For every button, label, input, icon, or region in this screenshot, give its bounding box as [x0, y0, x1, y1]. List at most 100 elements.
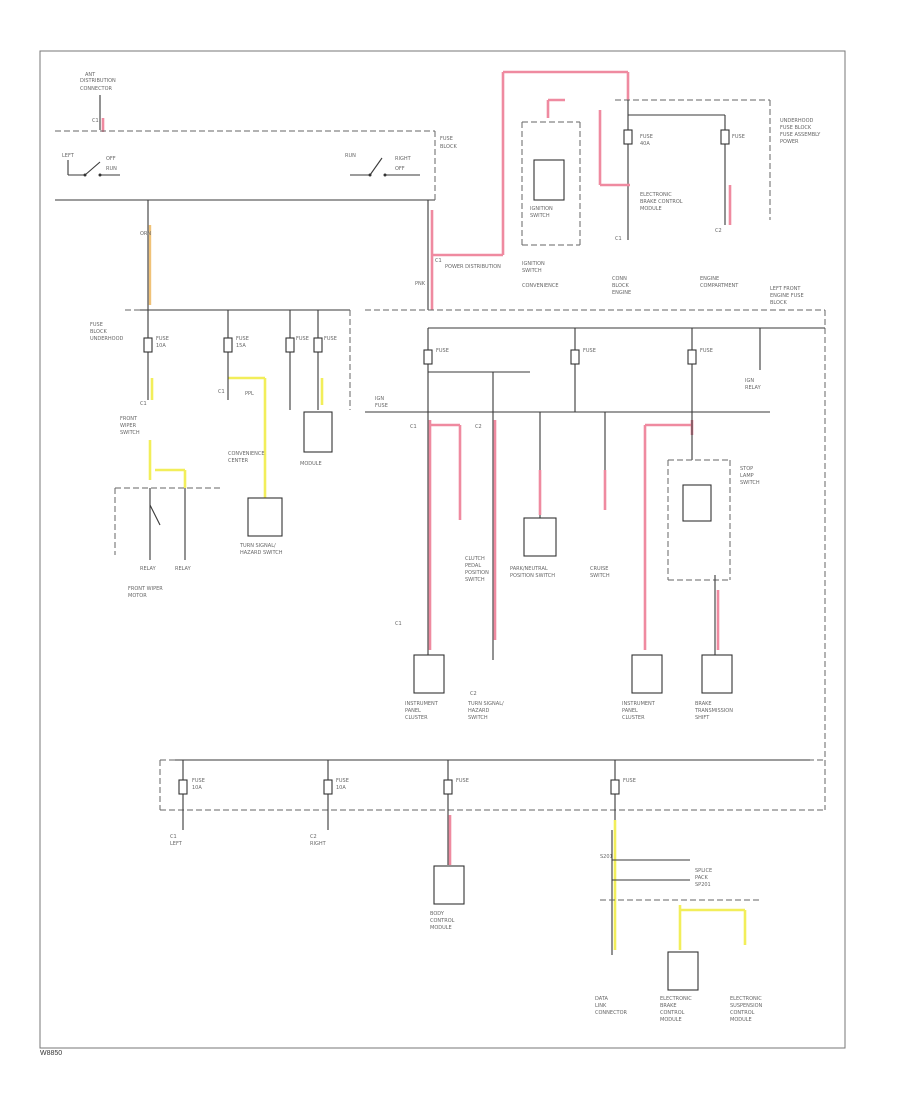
svg-text:FUSE: FUSE [640, 134, 653, 140]
svg-text:15A: 15A [236, 343, 246, 349]
svg-text:C1: C1 [170, 834, 177, 840]
svg-text:FUSE: FUSE [375, 403, 388, 409]
svg-text:MODULE: MODULE [640, 206, 662, 212]
svg-text:CLUSTER: CLUSTER [622, 715, 645, 721]
brake-switch-module [701, 654, 733, 694]
svg-text:PACK: PACK [695, 875, 709, 881]
svg-text:SWITCH: SWITCH [590, 573, 610, 579]
svg-text:LEFT FRONT: LEFT FRONT [770, 286, 801, 292]
svg-text:PEDAL: PEDAL [465, 563, 481, 569]
svg-text:ENGINE: ENGINE [700, 276, 719, 282]
svg-text:UNDERHOOD: UNDERHOOD [90, 336, 124, 342]
electronic-brake-module [667, 951, 699, 991]
svg-text:POWER DISTRIBUTION: POWER DISTRIBUTION [445, 264, 501, 270]
svg-text:TURN SIGNAL/: TURN SIGNAL/ [467, 701, 504, 707]
body-control-module [433, 865, 465, 905]
svg-text:BLOCK: BLOCK [440, 144, 457, 150]
svg-text:C1: C1 [410, 424, 417, 430]
svg-text:SPLICE: SPLICE [695, 868, 712, 874]
switch-assembly-left: FRONT WIPER SWITCH RELAY RELAY FRONT WIP… [114, 416, 220, 599]
svg-text:FUSE ASSEMBLY: FUSE ASSEMBLY [780, 132, 821, 138]
main-right-fuse-block: LEFT FRONT ENGINE FUSE BLOCK FUSE FUSE F… [365, 286, 826, 810]
svg-text:SP201: SP201 [695, 882, 711, 888]
svg-text:DATA: DATA [595, 996, 608, 1002]
svg-text:FUSE: FUSE [192, 778, 205, 784]
svg-text:MODULE: MODULE [660, 1017, 682, 1023]
svg-text:ANT: ANT [85, 72, 96, 78]
svg-text:ELECTRONIC: ELECTRONIC [640, 192, 672, 198]
svg-text:SWITCH: SWITCH [740, 480, 760, 486]
svg-text:RUN: RUN [106, 166, 117, 172]
bottom-fuse-block: FUSE 10A FUSE 10A FUSE FUSE C1 LEFT C2 R… [159, 759, 825, 847]
svg-text:C1: C1 [435, 258, 442, 264]
svg-text:STOP: STOP [740, 466, 753, 472]
svg-text:PPL: PPL [245, 391, 254, 397]
left-cluster-branch: MODULE [289, 370, 333, 467]
svg-text:40A: 40A [640, 141, 650, 147]
svg-text:FUSE: FUSE [456, 778, 469, 784]
svg-text:IGNITION: IGNITION [530, 206, 553, 212]
right-block-branches: C1 C2 CLUTCH PEDAL POSITION SWITCH PARK/… [410, 412, 760, 660]
svg-text:RIGHT: RIGHT [310, 841, 327, 847]
svg-text:C1: C1 [218, 389, 225, 395]
svg-text:WIPER: WIPER [120, 423, 137, 429]
svg-text:S201: S201 [600, 854, 613, 860]
svg-text:MODULE: MODULE [300, 461, 322, 467]
instrument-cluster-left [413, 654, 445, 694]
svg-text:TRANSMISSION: TRANSMISSION [694, 708, 733, 714]
svg-text:FUSE: FUSE [236, 336, 249, 342]
svg-text:RUN: RUN [345, 153, 356, 159]
svg-text:CRUISE: CRUISE [590, 566, 608, 572]
svg-text:RIGHT: RIGHT [395, 156, 412, 162]
left-relay-switch: LEFT OFF RUN [62, 153, 120, 177]
svg-text:FUSE: FUSE [156, 336, 169, 342]
left-underhood-fuse-block: FUSE BLOCK UNDERHOOD FUSE 10A FUSE 15A F… [90, 309, 351, 410]
svg-text:C2: C2 [475, 424, 482, 430]
svg-text:CONNECTOR: CONNECTOR [80, 86, 113, 92]
svg-text:CONVENIENCE: CONVENIENCE [522, 283, 559, 289]
svg-text:CONTROL: CONTROL [660, 1010, 685, 1016]
svg-text:BLOCK: BLOCK [612, 283, 629, 289]
svg-text:SWITCH: SWITCH [522, 268, 542, 274]
svg-text:C1: C1 [92, 118, 99, 124]
svg-text:RELAY: RELAY [175, 566, 192, 572]
svg-text:CONTROL: CONTROL [730, 1010, 755, 1016]
svg-text:SWITCH: SWITCH [120, 430, 140, 436]
svg-text:SWITCH: SWITCH [465, 577, 485, 583]
svg-text:BRAKE: BRAKE [695, 701, 712, 707]
svg-text:UNDERHOOD: UNDERHOOD [780, 118, 814, 124]
svg-text:FUSE: FUSE [336, 778, 349, 784]
bottom-branches: BODY CONTROL MODULE SPLICE PACK SP201 S2… [430, 815, 763, 1023]
svg-text:FUSE: FUSE [623, 778, 636, 784]
svg-text:OFF: OFF [106, 156, 116, 162]
svg-text:ENGINE FUSE: ENGINE FUSE [770, 293, 804, 299]
svg-text:DISTRIBUTION: DISTRIBUTION [80, 78, 116, 84]
svg-text:IGN: IGN [375, 396, 384, 402]
svg-text:LAMP: LAMP [740, 473, 754, 479]
svg-text:BODY: BODY [430, 911, 445, 917]
svg-text:ELECTRONIC: ELECTRONIC [660, 996, 692, 1002]
svg-text:OFF: OFF [395, 166, 405, 172]
svg-text:CLUSTER: CLUSTER [405, 715, 428, 721]
svg-text:POSITION: POSITION [465, 570, 489, 576]
svg-text:ENGINE: ENGINE [612, 290, 631, 296]
svg-text:FUSE: FUSE [296, 336, 309, 342]
svg-text:SWITCH: SWITCH [468, 715, 488, 721]
park-neutral-switch [523, 517, 557, 557]
svg-text:10A: 10A [156, 343, 166, 349]
svg-text:PANEL: PANEL [405, 708, 421, 714]
svg-text:LINK: LINK [595, 1003, 607, 1009]
svg-text:MODULE: MODULE [430, 925, 452, 931]
svg-text:BRAKE: BRAKE [660, 1003, 677, 1009]
svg-text:FUSE: FUSE [90, 322, 103, 328]
svg-text:INSTRUMENT: INSTRUMENT [622, 701, 656, 707]
svg-text:POWER: POWER [780, 139, 799, 145]
ignition-switch-module: IGNITION SWITCH IGNITION SWITCH CONVENIE… [521, 98, 581, 289]
diagram-border [39, 50, 846, 1049]
svg-text:MOTOR: MOTOR [128, 593, 147, 599]
svg-text:FUSE: FUSE [700, 348, 713, 354]
svg-text:BLOCK: BLOCK [770, 300, 787, 306]
svg-text:FRONT WIPER: FRONT WIPER [128, 586, 163, 592]
svg-text:PANEL: PANEL [622, 708, 638, 714]
